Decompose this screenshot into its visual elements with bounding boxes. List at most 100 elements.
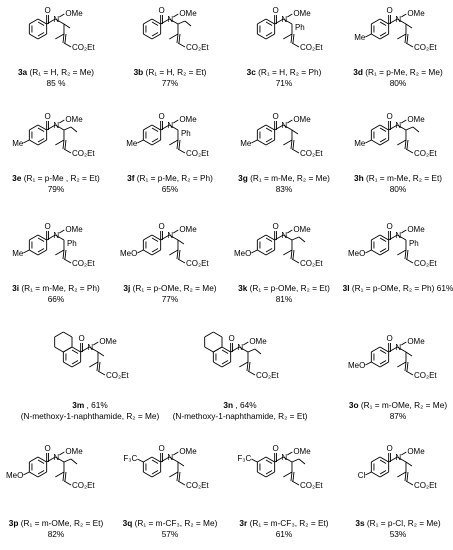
phenyl-label: Ph [67, 239, 77, 248]
caption-3n: 3n , 64% [165, 400, 315, 410]
methoxy-label: OMe [65, 447, 83, 456]
compound-id: 3m [72, 400, 85, 410]
ring-methyl-label: Me [354, 33, 366, 42]
carbonyl-oxygen-label: O [45, 6, 51, 15]
yield-3d: 80% [389, 78, 407, 88]
ester-label: CO₂Et [414, 481, 437, 490]
methoxy-label: OMe [407, 9, 425, 18]
caption-3m: 3m , 61% [15, 400, 165, 410]
caption-3o: 3o (R₁ = m-OMe, R₂ = Me) [342, 400, 453, 410]
nitrogen-label: N [395, 453, 401, 462]
nitrogen-label: N [281, 15, 287, 24]
compound-conditions: (R₁ = H, R₂ = Ph) [255, 67, 322, 77]
ester-label: CO₂Et [72, 149, 95, 158]
carbonyl-oxygen-label: O [159, 222, 165, 231]
ester-label: CO₂Et [300, 481, 323, 490]
yield-3a: 85 % [46, 78, 66, 88]
caption-3d: 3d (R₁ = p-Me, R₂ = Me) [342, 67, 453, 77]
carbonyl-oxygen-label: O [387, 222, 393, 231]
nitrogen-label: N [395, 121, 401, 130]
compound-id: 3g [238, 173, 248, 183]
nitrogen-label: N [395, 231, 401, 240]
ester-label: CO₂Et [72, 481, 95, 490]
compound-conditions: (R₁ = p-OMe, R₂ = Ph) 61% [349, 283, 453, 293]
methoxy-label: OMe [179, 447, 197, 456]
compound-id: 3q [122, 518, 133, 528]
compound-id: 3l [342, 283, 350, 293]
ring-methyl-label: Me [126, 139, 138, 148]
caption-3b: 3b (R₁ = H, R₂ = Et) [114, 67, 226, 77]
carbonyl-oxygen-label: O [387, 112, 393, 121]
carbonyl-oxygen-label: O [229, 334, 235, 343]
methoxy-label: OMe [179, 9, 197, 18]
yield-3s: 53% [389, 529, 407, 539]
compound-id: 3o [348, 400, 359, 410]
yield-3r: 61% [275, 529, 293, 539]
ester-label: CO₂Et [300, 149, 323, 158]
compound-id: 3s [355, 518, 365, 528]
ester-label: CO₂Et [256, 371, 279, 380]
carbonyl-oxygen-label: O [273, 112, 279, 121]
methoxy-label: OMe [99, 337, 117, 346]
ester-label: CO₂Et [106, 371, 129, 380]
compound-id: 3a [17, 67, 28, 77]
compound-conditions: (R₁ = p-OMe, R₂ = Me) [130, 283, 217, 293]
compound-id: 3f [127, 173, 135, 183]
chloro-label: Cl [358, 471, 366, 480]
methoxy-label: OMe [65, 9, 83, 18]
carbonyl-oxygen-label: O [159, 112, 165, 121]
compound-conditions: (R₁ = m-Me, R₂ = Ph) [19, 283, 100, 293]
phenyl-label: Ph [409, 239, 419, 248]
compound-id: 3k [238, 283, 248, 293]
nitrogen-label: N [53, 121, 59, 130]
ester-label: CO₂Et [414, 43, 437, 52]
nitrogen-label: N [167, 121, 173, 130]
yield-3p: 82% [47, 529, 65, 539]
nitrogen-label: N [281, 453, 287, 462]
ring-methyl-label: Me [12, 139, 24, 148]
ester-label: CO₂Et [186, 481, 209, 490]
caption-3k: 3k (R₁ = p-OMe, R₂ = Et) [228, 283, 340, 293]
yield-3m: (N-methoxy-1-naphthamide, R₂ = Me) [20, 411, 160, 421]
caption-3g: 3g (R₁ = m-Me, R₂ = Me) [228, 173, 340, 183]
methoxy-label: OMe [293, 225, 311, 234]
trifluoromethyl-label: F₃C [123, 454, 137, 463]
carbonyl-oxygen-label: O [387, 334, 393, 343]
compound-conditions: (R₁ = p-Me, R₂ = Me) [362, 67, 443, 77]
ester-label: CO₂Et [72, 43, 95, 52]
caption-3f: 3f (R₁ = p-Me, R₂ = Ph) [114, 173, 226, 183]
compound-id: 3e [12, 173, 22, 183]
methoxy-label: OMe [65, 115, 83, 124]
yield-3c: 71% [275, 78, 293, 88]
ring-methyl-label: Me [240, 139, 252, 148]
compound-conditions: (R₁ = m-Me, R₂ = Et) [363, 173, 443, 183]
ester-label: CO₂Et [414, 259, 437, 268]
nitrogen-label: N [53, 15, 59, 24]
yield-3b: 77% [161, 78, 179, 88]
caption-3h: 3h (R₁ = m-Me, R₂ = Et) [342, 173, 453, 183]
ester-label: CO₂Et [186, 149, 209, 158]
carbonyl-oxygen-label: O [45, 222, 51, 231]
nitrogen-label: N [281, 231, 287, 240]
compound-conditions: (R₁ = p-Me, R₂ = Ph) [134, 173, 213, 183]
compound-id: 3n [223, 400, 234, 410]
carbonyl-oxygen-label: O [159, 444, 165, 453]
methoxy-label: OMe [293, 447, 311, 456]
yield-3e: 79% [47, 184, 65, 194]
compound-id: 3i [12, 283, 20, 293]
yield-3i: 66% [47, 294, 65, 304]
caption-3j: 3j (R₁ = p-OMe, R₂ = Me) [114, 283, 226, 293]
compound-conditions: , 64% [233, 400, 257, 410]
carbonyl-oxygen-label: O [387, 6, 393, 15]
ring-methoxy-label: MeO [234, 249, 251, 258]
caption-3e: 3e (R₁ = p-Me , R₂ = Et) [0, 173, 112, 183]
